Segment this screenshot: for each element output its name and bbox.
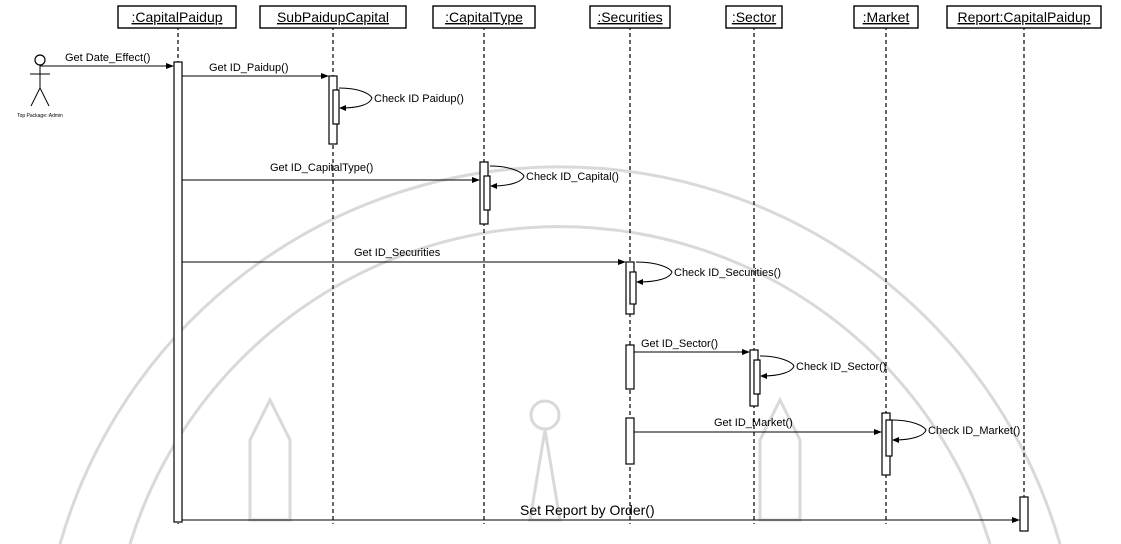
message-check-id-market: Check ID_Market() [891,419,1020,443]
message-label: Get ID_Market() [714,417,793,429]
object-box-capitaltype: :CapitalType [432,5,536,29]
object-label: Report:CapitalPaidup [957,9,1090,25]
message-label: Check ID_Market() [928,425,1020,437]
object-box-sector: :Sector [725,5,783,29]
message-get-id-market: Get ID_Market() [634,417,882,435]
activation-subpaidupcapital-self [332,89,340,125]
object-label: :Sector [732,9,777,25]
object-box-capitalpaidup: :CapitalPaidup [117,5,237,29]
watermark-seal [58,165,1062,544]
activations [173,61,1029,532]
message-label: Get ID_Sector() [641,338,718,350]
message-label: Check ID_Securities() [674,267,781,279]
message-get-id-capitaltype: Get ID_CapitalType() [182,162,480,183]
message-label: Get Date_Effect() [65,52,150,64]
message-label: Get ID_Securities [354,247,441,259]
activation-sector-self [753,359,761,395]
activation-securities-3 [625,417,635,465]
message-get-id-sector: Get ID_Sector() [634,338,750,355]
object-label: :Securities [597,9,662,25]
actor-head-icon [34,54,46,66]
object-box-market: :Market [853,5,919,29]
message-get-id-paidup: Get ID_Paidup() [182,62,329,79]
message-check-id-paidup: Check ID Paidup() [338,87,464,111]
activation-capitalpaidup [173,61,183,523]
object-label: :CapitalType [445,9,523,25]
message-get-id-securities: Get ID_Securities [182,247,626,265]
message-check-id-capital: Check ID_Capital() [489,165,619,189]
activation-securities-self [629,271,637,305]
message-label: Get ID_CapitalType() [270,162,373,174]
message-label: Check ID_Sector() [796,361,886,373]
message-label: Set Report by Order() [520,502,655,518]
actor-admin: Top Package::Admin [17,54,63,119]
actor-label: Top Package::Admin [17,113,63,119]
message-check-id-securities: Check ID_Securities() [635,261,781,285]
object-label: SubPaidupCapital [277,9,389,25]
activation-capitaltype-self [483,175,491,211]
activation-market-self [885,419,893,457]
object-label: :Market [863,9,910,25]
message-label: Get ID_Paidup() [209,62,288,74]
message-label: Check ID_Capital() [526,171,619,183]
object-box-securities: :Securities [589,5,671,29]
activation-report [1019,496,1029,532]
message-label: Check ID Paidup() [374,93,464,105]
activation-securities-2 [625,344,635,390]
lifelines [177,26,1025,524]
object-box-report: Report:CapitalPaidup [946,5,1102,29]
object-box-subpaidupcapital: SubPaidupCapital [259,5,407,29]
message-get-date-effect: Get Date_Effect() [40,52,174,69]
message-set-report-by-order: Set Report by Order() [182,502,1020,523]
object-label: :CapitalPaidup [131,9,222,25]
message-check-id-sector: Check ID_Sector() [759,355,886,379]
